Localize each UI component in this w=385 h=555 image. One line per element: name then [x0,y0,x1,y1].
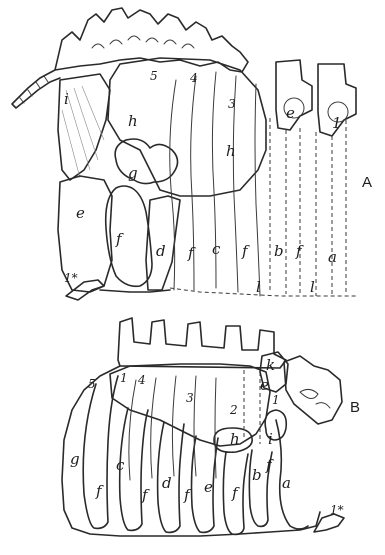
figure-b: 5 1 4 3 2 k 1 e h i g c d e b f a f f f … [62,318,360,536]
label-b-h: h [230,430,240,448]
label-a-h2: h [226,142,236,160]
label-b-g: g [70,450,80,468]
label-a-e: e [76,204,85,222]
label-b-2: 2 [229,403,238,417]
organ-f-a [106,186,152,286]
label-a-c: c [212,240,221,258]
label-b-k: k [266,356,275,374]
label-a-f4: f [295,242,304,260]
label-b-e: e [260,376,269,394]
label-b-1: 1 [120,371,128,385]
label-a-1: 1 [332,114,342,132]
label-b-f4: f [231,484,240,502]
label-a-1star: 1* [64,271,78,285]
label-b-f2: f [141,486,150,504]
label-b-f: f [265,456,274,474]
label-a-5: 5 [150,69,158,83]
lung-outline-b [110,364,270,446]
label-b-1star: 1* [330,503,344,517]
label-b-a: a [282,474,291,492]
label-a-l2: l [310,278,315,296]
label-b-f1: f [95,482,104,500]
label-a-d: d [156,242,166,260]
label-a-f1: f [115,230,124,248]
label-b-1b: 1 [272,393,280,407]
label-b-3: 3 [186,391,194,405]
label-a-a: a [328,248,337,266]
vertebra-curls-a [92,36,194,48]
label-b-c: c [116,456,125,474]
label-b-i: i [268,430,273,448]
vertebra-detail-b [300,389,330,408]
label-b-b: b [252,466,262,484]
label-a-b: b [274,242,284,260]
label-a-g: g [128,164,138,182]
diaphragm-b [276,420,308,529]
costal-margin-a [170,288,356,296]
label-b-e2: e [204,478,213,496]
figure-label-a: A [362,174,372,191]
tail-segments-a [20,76,48,103]
label-a-e-top: e [286,104,295,122]
label-b-f3: f [183,486,192,504]
figure-label-b: B [350,399,360,416]
label-a-f2: f [187,244,196,262]
label-a-4: 4 [189,71,198,85]
tail-a [12,70,60,108]
figure-a: 5 4 3 e 1 i h h g e f d f c f b f a 1* l… [12,8,372,300]
label-b-d: d [162,474,172,492]
label-a-i: i [64,90,69,108]
label-a-3: 3 [228,97,236,111]
lower-outline-a [100,290,170,292]
ribs-dashed-a [270,118,346,296]
label-a-f3: f [241,242,250,260]
label-b-5: 5 [88,377,96,391]
label-a-h1: h [128,112,138,130]
label-b-4: 4 [137,373,146,387]
label-a-l1: l [256,278,261,296]
